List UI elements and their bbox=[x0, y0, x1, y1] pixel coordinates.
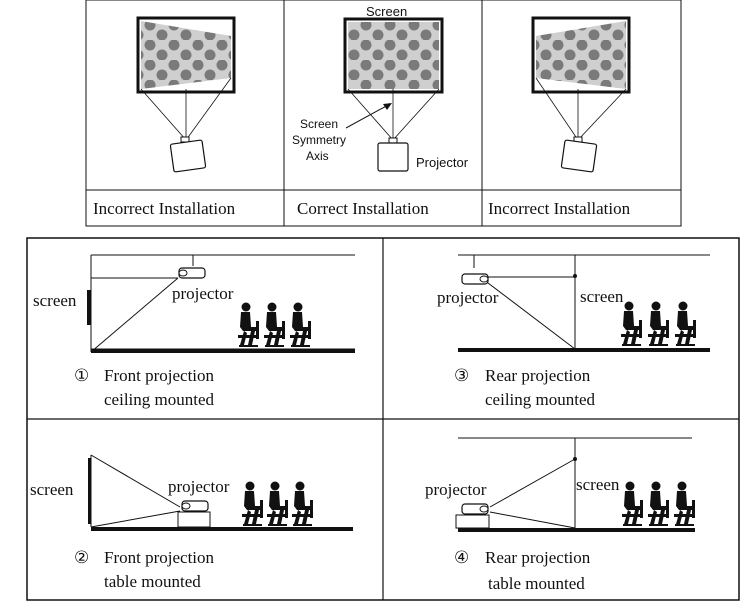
panel-number: ④ bbox=[454, 548, 469, 567]
projector-icon bbox=[169, 136, 207, 173]
audience bbox=[238, 302, 311, 347]
arrow-head bbox=[383, 103, 392, 110]
panel-title-line2: ceiling mounted bbox=[104, 390, 215, 409]
projector-label: Projector bbox=[416, 155, 469, 170]
projector-label: projector bbox=[172, 284, 234, 303]
panel-number: ② bbox=[74, 548, 89, 567]
screen-label: Screen bbox=[366, 4, 407, 19]
projector-label: projector bbox=[168, 477, 230, 496]
projector-icon bbox=[178, 267, 206, 279]
panel-title-line2: table mounted bbox=[488, 574, 585, 593]
projector-icon bbox=[181, 500, 209, 512]
top-frame bbox=[85, 0, 682, 227]
panel-title-line1: Rear projection bbox=[485, 548, 591, 567]
projector-icon bbox=[560, 136, 598, 173]
top-panel-incorrect-right: Incorrect Installation bbox=[488, 16, 631, 218]
panel-number: ① bbox=[74, 366, 89, 385]
screen-label: screen bbox=[30, 480, 74, 499]
bottom-frame-lines bbox=[26, 237, 740, 601]
screen-image bbox=[348, 22, 439, 89]
projector-label: projector bbox=[425, 480, 487, 499]
top-panel-correct: Screen Screen Symmetry Axis Projector Co… bbox=[292, 4, 469, 218]
table bbox=[177, 511, 211, 528]
audience bbox=[622, 481, 695, 526]
panel-title-line1: Front projection bbox=[104, 548, 215, 567]
caption-incorrect-left: Incorrect Installation bbox=[93, 199, 236, 218]
screen-label: screen bbox=[580, 287, 624, 306]
projector-label: projector bbox=[437, 288, 499, 307]
table bbox=[455, 514, 490, 529]
audience bbox=[621, 301, 696, 346]
caption-incorrect-right: Incorrect Installation bbox=[488, 199, 631, 218]
screen-image bbox=[141, 21, 231, 89]
projector-icon bbox=[461, 503, 489, 515]
panel-rear-table: projector screen ④ Rear projection table… bbox=[425, 437, 695, 593]
axis-label-line2: Symmetry bbox=[292, 133, 346, 147]
top-panel-incorrect-left: Incorrect Installation bbox=[93, 16, 236, 218]
panel-title-line1: Rear projection bbox=[485, 366, 591, 385]
panel-title-line1: Front projection bbox=[104, 366, 215, 385]
axis-label-line3: Axis bbox=[306, 149, 329, 163]
top-section bbox=[85, 0, 682, 227]
axis-label-line1: Screen bbox=[300, 117, 338, 131]
panel-front-ceiling: screen projector ① Front projection ceil… bbox=[33, 254, 355, 409]
panel-rear-ceiling: screen projector ③ Rear projection ceili… bbox=[437, 254, 710, 409]
panel-front-table: screen projector ② Front projection tabl… bbox=[30, 454, 353, 591]
caption-correct: Correct Installation bbox=[297, 199, 429, 218]
panel-title-line2: ceiling mounted bbox=[485, 390, 596, 409]
screen-image bbox=[536, 21, 626, 89]
screen-label: screen bbox=[33, 291, 77, 310]
projector-icon bbox=[461, 273, 489, 285]
panel-title-line2: table mounted bbox=[104, 572, 201, 591]
screen-label: screen bbox=[576, 475, 620, 494]
projector-icon bbox=[377, 137, 409, 172]
panel-number: ③ bbox=[454, 366, 469, 385]
axis-arrow bbox=[345, 103, 391, 129]
audience bbox=[242, 481, 313, 526]
